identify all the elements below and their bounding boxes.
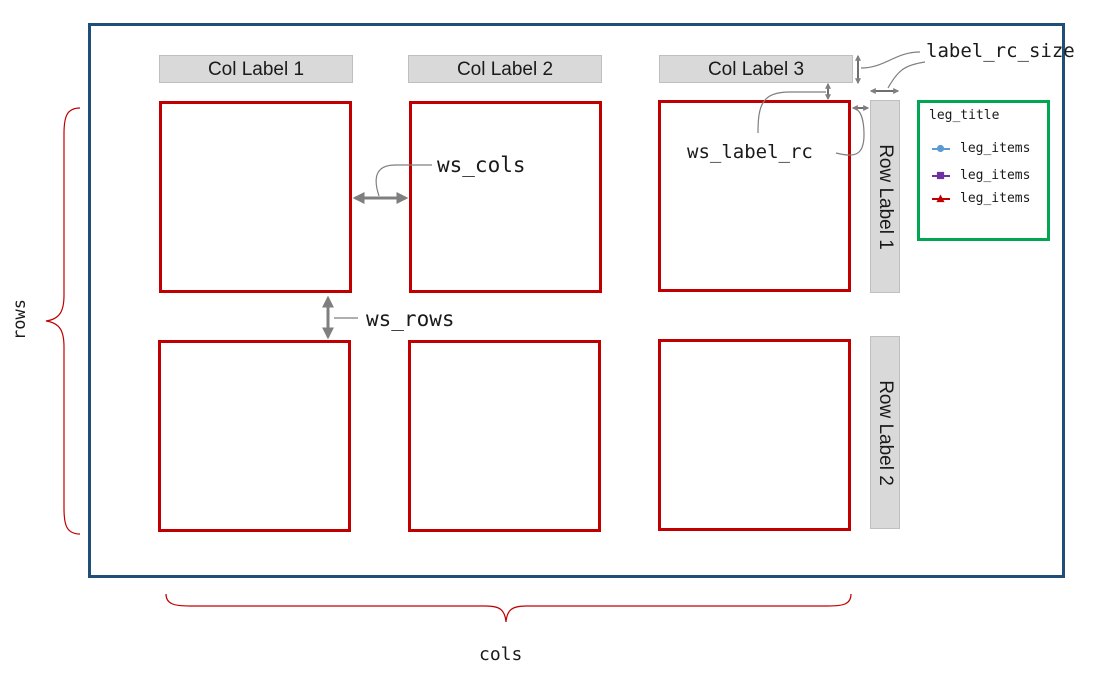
panel-r2-c3 xyxy=(658,339,851,531)
rows-label: rows xyxy=(10,299,30,340)
ws-rows-label: ws_rows xyxy=(366,307,455,331)
circle-marker-icon xyxy=(936,144,945,153)
legend-item-3: leg_items xyxy=(930,191,1048,207)
label-rc-size-label: label_rc_size xyxy=(926,40,1075,62)
row-label-2: Row Label 2 xyxy=(870,336,900,529)
legend-item-label-1: leg_items xyxy=(960,141,1031,156)
row-label-1: Row Label 1 xyxy=(870,100,900,293)
panel-r1-c2 xyxy=(409,101,602,293)
figure-frame xyxy=(88,23,1065,578)
panel-r1-c1 xyxy=(159,101,352,293)
row-label-1-text: Row Label 1 xyxy=(875,143,896,250)
legend-box: leg_title leg_items leg_items leg_items xyxy=(917,100,1050,241)
row-label-2-text: Row Label 2 xyxy=(875,379,896,486)
legend-item-1: leg_items xyxy=(930,141,1048,157)
col-label-3: Col Label 3 xyxy=(659,55,853,83)
col-label-1: Col Label 1 xyxy=(159,55,353,83)
legend-item-2: leg_items xyxy=(930,168,1048,184)
cols-brace xyxy=(165,593,852,623)
panel-r2-c1 xyxy=(158,340,351,532)
legend-item-label-2: leg_items xyxy=(960,168,1031,183)
triangle-marker-icon xyxy=(936,194,945,203)
square-marker-icon xyxy=(936,171,945,180)
legend-title: leg_title xyxy=(929,108,1000,123)
panel-r2-c2 xyxy=(408,340,601,532)
cols-label: cols xyxy=(479,644,523,665)
col-label-2: Col Label 2 xyxy=(408,55,602,83)
ws-label-rc-label: ws_label_rc xyxy=(687,141,813,163)
panel-r1-c3 xyxy=(658,100,851,292)
ws-cols-label: ws_cols xyxy=(437,153,526,177)
legend-item-label-3: leg_items xyxy=(960,191,1031,206)
rows-brace xyxy=(45,107,81,535)
